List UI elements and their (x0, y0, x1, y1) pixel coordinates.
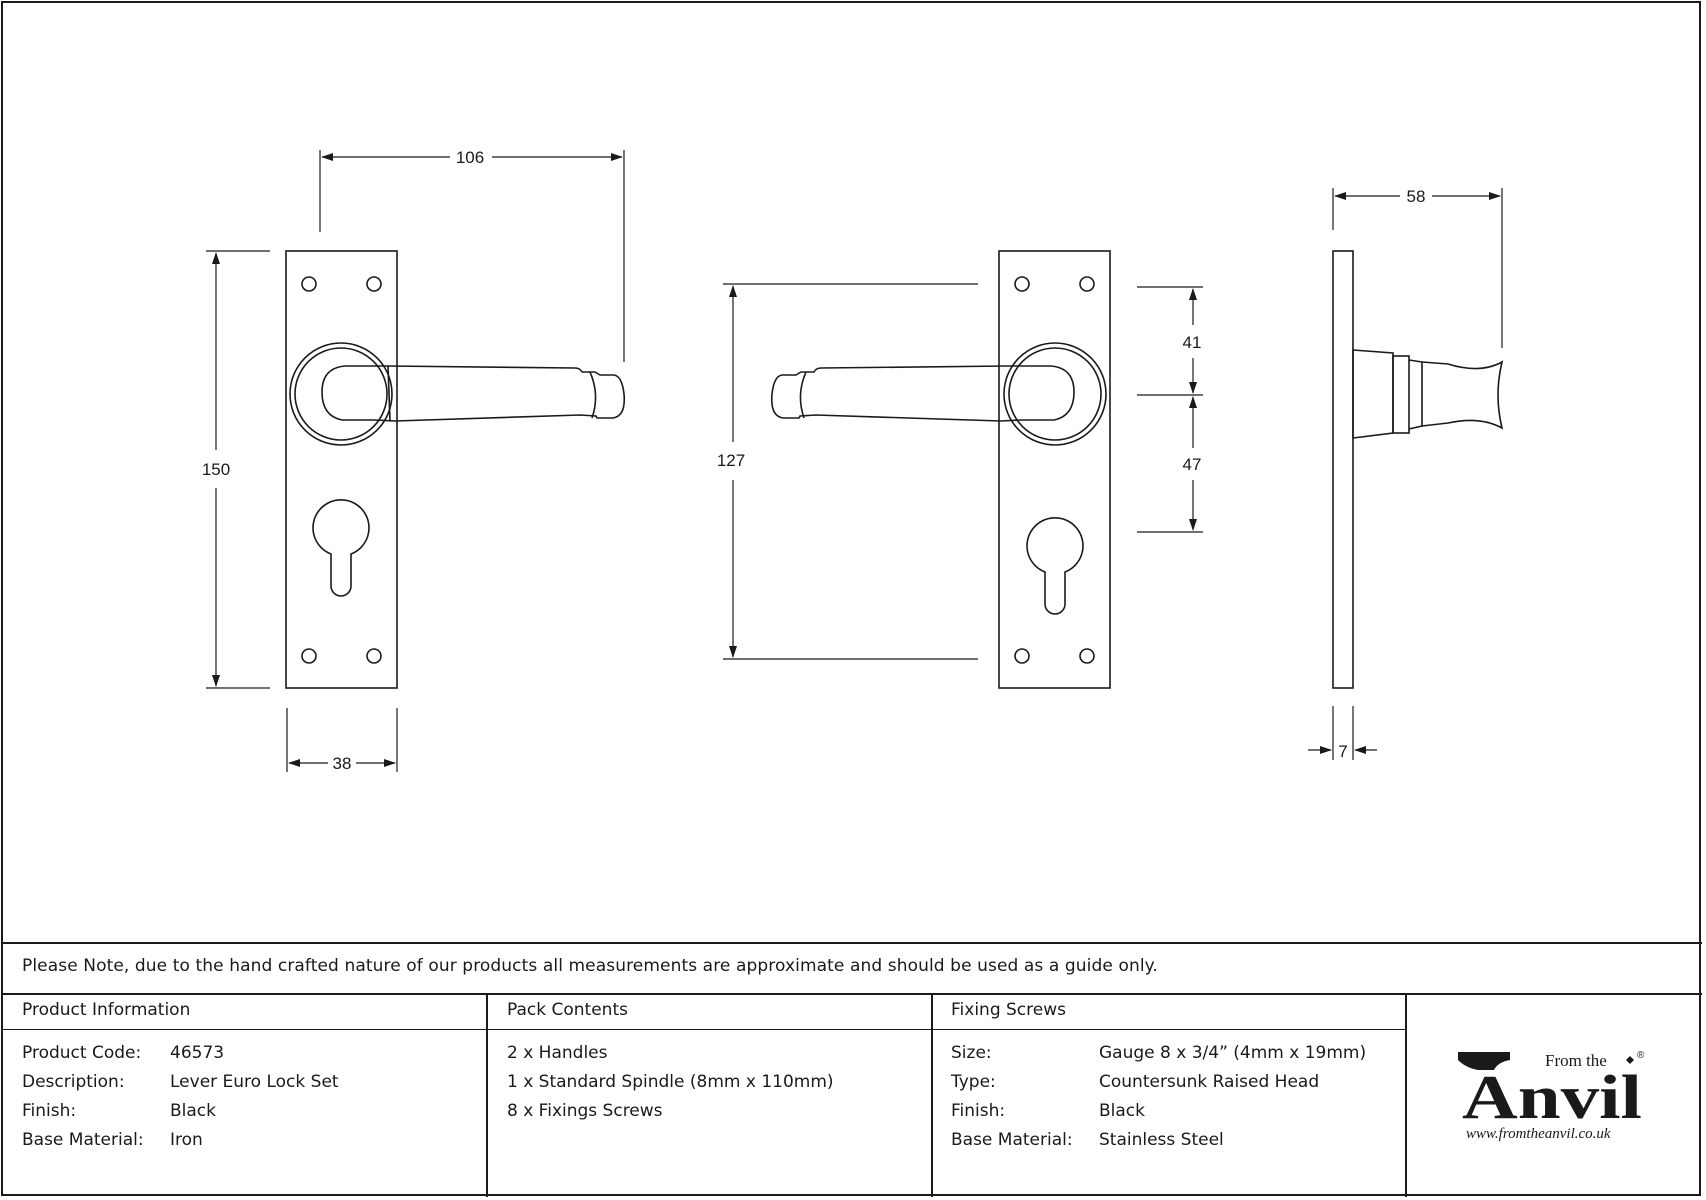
diamond-icon (1626, 1056, 1634, 1064)
fixing-hole (301, 648, 317, 664)
lever-handle-side (1352, 349, 1394, 439)
backplate-front (285, 250, 398, 689)
dim-projection: 58 (1407, 187, 1426, 206)
disclaimer-note: Please Note, due to the hand crafted nat… (22, 956, 1158, 976)
fixing-hole (1079, 276, 1095, 292)
anvil-icon (1458, 1052, 1510, 1070)
column-divider (486, 993, 488, 1197)
pack-contents-header: Pack Contents (507, 1000, 628, 1020)
fixing-hole (1014, 648, 1030, 664)
table-top-border (2, 942, 1702, 944)
rose-outer (289, 342, 393, 446)
list-item: 8 x Fixings Screws (507, 1101, 663, 1121)
back-view (770, 250, 1111, 689)
logo-from-the: From the (1545, 1051, 1607, 1070)
technical-drawing: 106 150 38 127 41 47 58 7 (202, 148, 1504, 773)
dim-plate-width: 38 (333, 754, 352, 773)
column-divider (1405, 993, 1407, 1197)
logo-registered: ® (1637, 1050, 1645, 1061)
euro-cylinder-hole (312, 499, 370, 597)
list-item: 1 x Standard Spindle (8mm x 110mm) (507, 1072, 834, 1092)
product-info-row: Description:Lever Euro Lock Set (22, 1072, 339, 1092)
note-bottom-border (2, 993, 1702, 995)
product-info-table: Product Code:46573 Description:Lever Eur… (22, 1039, 339, 1155)
rose-outer (1003, 342, 1107, 446)
dim-plate-height: 150 (202, 460, 230, 479)
dim-fixing-centres: 127 (717, 451, 745, 470)
product-info-row: Product Code:46573 (22, 1043, 225, 1063)
rose-inner (1008, 347, 1102, 441)
fixing-hole (1079, 648, 1095, 664)
lever-handle-back (770, 365, 1075, 422)
fixing-hole (301, 276, 317, 292)
backplate-side (1332, 250, 1354, 689)
product-info-row: Base Material:Iron (22, 1130, 203, 1150)
fixing-screws-table: Size:Gauge 8 x 3/4” (4mm x 19mm) Type:Co… (951, 1039, 1366, 1155)
dim-overall-length: 106 (456, 148, 484, 167)
front-view (285, 250, 626, 689)
rose-inner (294, 347, 388, 441)
pack-contents-list: 2 x Handles 1 x Standard Spindle (8mm x … (507, 1039, 834, 1126)
fixing-hole (366, 648, 382, 664)
fixing-hole (1014, 276, 1030, 292)
logo-name: Anvil (1462, 1064, 1642, 1132)
from-the-anvil-logo: From the ® Anvil www.fromtheanvil.co.uk (1458, 1050, 1645, 1142)
product-info-header: Product Information (22, 1000, 191, 1020)
euro-cylinder-hole (1026, 517, 1084, 615)
dim-lever-to-cylinder: 47 (1183, 455, 1202, 474)
dimension-lines (206, 150, 1503, 772)
logo-url: www.fromtheanvil.co.uk (1466, 1126, 1611, 1142)
fixing-screws-header: Fixing Screws (951, 1000, 1066, 1020)
fixing-screws-row: Size:Gauge 8 x 3/4” (4mm x 19mm) (951, 1043, 1367, 1063)
list-item: 2 x Handles (507, 1043, 608, 1063)
side-view (1332, 250, 1504, 689)
backplate-back (998, 250, 1111, 689)
fixing-screws-row: Base Material:Stainless Steel (951, 1130, 1224, 1150)
fixing-screws-row: Finish:Black (951, 1101, 1145, 1121)
fixing-hole (366, 276, 382, 292)
dim-plate-thickness: 7 (1338, 742, 1347, 761)
lever-handle-front (321, 365, 626, 422)
fixing-screws-row: Type:Countersunk Raised Head (951, 1072, 1320, 1092)
column-divider (931, 993, 933, 1197)
header-underline (2, 1029, 1406, 1030)
dim-lever-to-top-fixing: 41 (1183, 333, 1202, 352)
product-info-row: Finish:Black (22, 1101, 216, 1121)
